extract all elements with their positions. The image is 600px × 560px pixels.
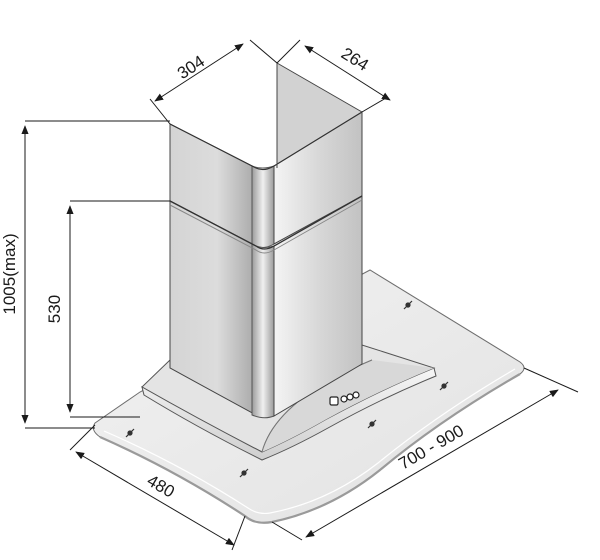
control-button-icon bbox=[329, 396, 339, 406]
label-chimney-height: 530 bbox=[45, 295, 64, 323]
extension-line bbox=[271, 521, 303, 541]
chimney-joint-lip bbox=[169, 199, 363, 254]
dim-line-canopy-width bbox=[305, 389, 559, 538]
screw-icon bbox=[125, 428, 135, 438]
chimney-lower-corner bbox=[251, 243, 275, 419]
screw-icon bbox=[439, 381, 449, 391]
control-button-icon bbox=[340, 395, 348, 403]
chimney bbox=[169, 62, 363, 419]
control-button-icon bbox=[352, 391, 360, 399]
screw-icon bbox=[239, 468, 249, 478]
dim-line-chimney-width bbox=[154, 43, 244, 102]
extension-line bbox=[149, 98, 171, 125]
chimney-upper-section bbox=[169, 62, 363, 249]
label-chimney-width: 304 bbox=[174, 52, 208, 83]
chimney-upper-corner bbox=[251, 165, 275, 249]
extension-line bbox=[523, 367, 579, 393]
extension-line bbox=[276, 39, 301, 64]
extension-line bbox=[249, 39, 278, 64]
dimension-lines bbox=[21, 39, 579, 551]
chimney-lower-top-edge bbox=[169, 195, 363, 250]
chimney-upper-top-edge bbox=[169, 111, 363, 171]
dim-line-chimney-depth bbox=[304, 45, 391, 101]
label-canopy-depth: 480 bbox=[144, 471, 178, 502]
chimney-lower-section bbox=[169, 195, 363, 419]
control-button-icon bbox=[346, 393, 354, 401]
label-total-height: 1005(max) bbox=[0, 233, 19, 314]
extension-line bbox=[361, 97, 387, 113]
extension-line bbox=[69, 424, 96, 451]
screw-icon bbox=[403, 300, 413, 310]
dim-line-canopy-depth bbox=[75, 451, 235, 546]
